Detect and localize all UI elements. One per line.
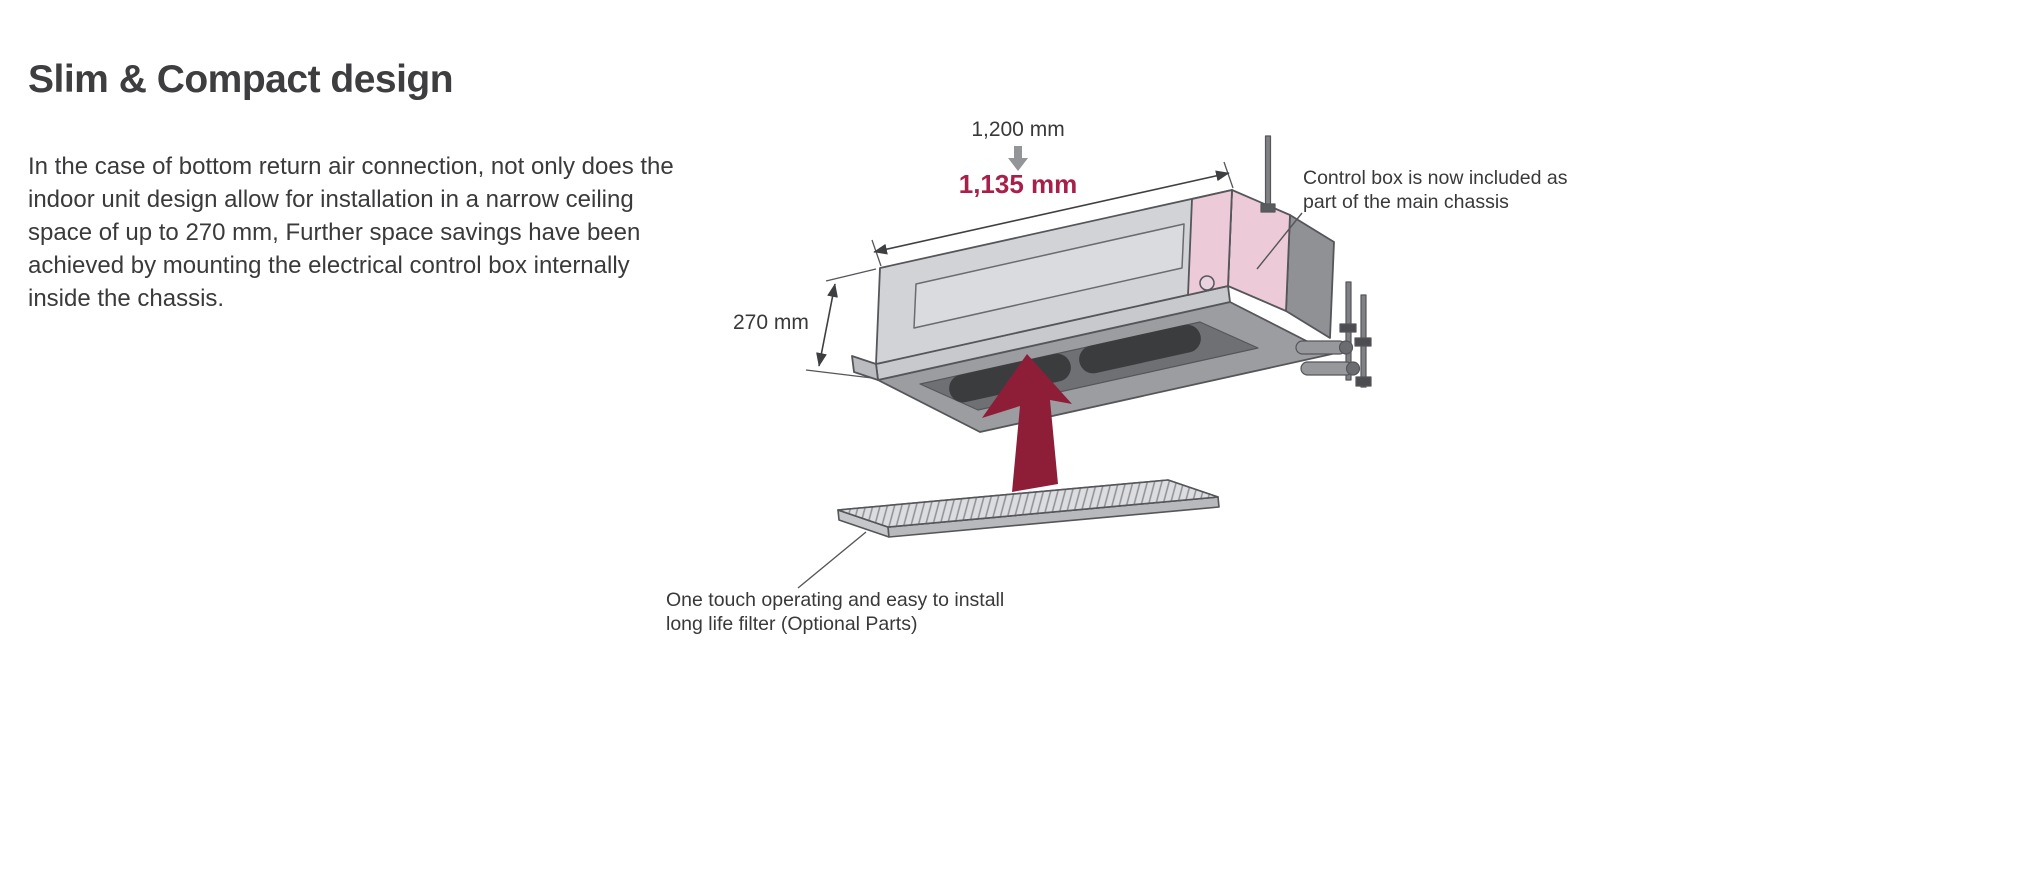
- width-dimension-line: [871, 161, 1234, 267]
- air-inlet-slot: [1079, 324, 1201, 374]
- refrigerant-pipes: [1295, 340, 1361, 376]
- indoor-unit: [851, 135, 1372, 433]
- down-arrow-icon: [1008, 146, 1028, 171]
- dimension-arrow-line: [816, 283, 838, 367]
- pipe-end: [1338, 340, 1354, 355]
- pipe-end: [1345, 361, 1361, 376]
- hanging-rod: [1264, 135, 1272, 211]
- hanging-bolt: [1355, 376, 1372, 387]
- filter-annotation-line: One touch operating and easy to install: [666, 589, 1005, 611]
- bottom-flange-lip: [851, 355, 879, 381]
- height-dimension-line: [805, 268, 877, 379]
- control-box-annotation: Control box is now included as part of t…: [1303, 166, 1567, 214]
- extension-line: [1223, 161, 1234, 189]
- body-paragraph: In the case of bottom return air connect…: [28, 150, 674, 315]
- filter-leader-line: [797, 531, 867, 589]
- body-line: achieved by mounting the electrical cont…: [28, 252, 630, 279]
- filter-mesh-hatch: [837, 479, 1219, 528]
- filter-annotation-line: long life filter (Optional Parts): [666, 613, 918, 635]
- page-title: Slim & Compact design: [28, 58, 454, 101]
- hanging-nut: [1354, 337, 1372, 347]
- dimension-height-label: 270 mm: [733, 311, 809, 334]
- control-box-end-face: [1227, 189, 1291, 312]
- front-recessed-panel: [913, 223, 1185, 329]
- hanging-nut: [1339, 323, 1357, 333]
- pipe: [1295, 340, 1347, 355]
- air-inlet-slot: [949, 353, 1071, 403]
- dimension-nominal-width-label: 1,200 mm: [971, 118, 1065, 141]
- control-box-leader-line: [1256, 212, 1303, 270]
- body-line: space of up to 270 mm, Further space sav…: [28, 219, 641, 246]
- airflow-up-arrow: [982, 354, 1072, 492]
- control-box-annotation-line: part of the main chassis: [1303, 191, 1509, 213]
- dimension-arrow-line: [873, 170, 1230, 255]
- rear-chassis: [1285, 214, 1335, 339]
- body-line: inside the chassis.: [28, 285, 225, 312]
- body-line: indoor unit design allow for installatio…: [28, 186, 634, 213]
- extension-line: [805, 369, 873, 379]
- body-line: In the case of bottom return air connect…: [28, 153, 674, 180]
- filter-annotation: One touch operating and easy to install …: [666, 588, 1004, 636]
- control-box-annotation-line: Control box is now included as: [1303, 167, 1568, 189]
- pipe: [1300, 361, 1354, 376]
- extension-line: [871, 239, 882, 267]
- control-box-front-face: [1187, 189, 1233, 296]
- control-box-knob: [1199, 275, 1215, 291]
- hanging-nut: [1260, 203, 1276, 213]
- filter: [837, 479, 1220, 538]
- extension-line: [825, 268, 877, 282]
